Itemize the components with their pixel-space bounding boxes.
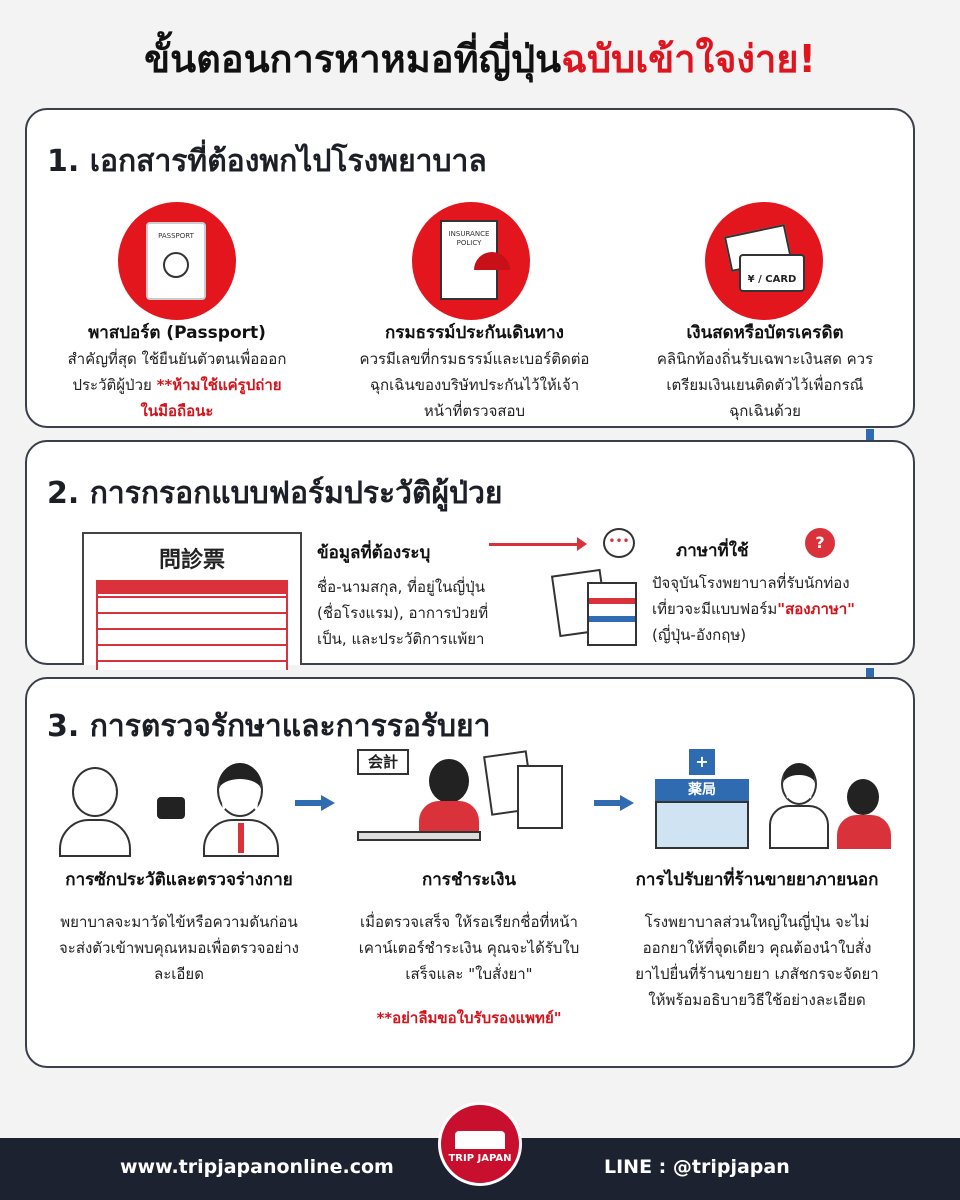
- form-title: 問診票: [158, 548, 225, 573]
- item-title: การไปรับยาที่ร้านขายยาภายนอก: [635, 870, 879, 890]
- cash-item: เงินสดหรือบัตรเครดิต คลินิกท้องถิ่นรับเฉ…: [645, 320, 885, 424]
- item-text: เมื่อตรวจเสร็จ ให้รอเรียกชื่อที่หน้าเคาน…: [358, 913, 580, 983]
- title-highlight: ฉบับเข้าใจง่าย!: [561, 37, 816, 81]
- required-info: ข้อมูลที่ต้องระบุ ชื่อ-นามสกุล, ที่อยู่ใ…: [317, 540, 507, 652]
- arrow-right-icon: [594, 795, 634, 811]
- insurance-policy-icon: INSURANCE POLICY: [412, 202, 530, 320]
- pharmacy-illustration: + 薬局: [649, 749, 899, 859]
- item-title: พาสปอร์ต (Passport): [88, 323, 266, 343]
- form-illustration: 問診票: [82, 532, 302, 670]
- step-payment: การชำระเงิน เมื่อตรวจเสร็จ ให้รอเรียกชื่…: [339, 867, 599, 1031]
- item-warning: **อย่าลืมขอใบรับรองแพทย์": [376, 1009, 562, 1027]
- item-text: พยาบาลจะมาวัดไข้หรือความดันก่อนจะส่งตัวเ…: [58, 913, 299, 983]
- item-title: การชำระเงิน: [421, 870, 517, 890]
- info-title: ข้อมูลที่ต้องระบุ: [317, 543, 431, 563]
- cashier-sign: 会計: [357, 749, 409, 775]
- section-heading: 1. เอกสารที่ต้องพกไปโรงพยาบาล: [47, 144, 487, 179]
- lang-highlight: "สองภาษา": [777, 600, 855, 618]
- item-text: คลินิกท้องถิ่นรับเฉพาะเงินสด ควรเตรียมเง…: [656, 350, 874, 420]
- cashier-illustration: 会計: [357, 749, 577, 859]
- nurse-doctor-illustration: [57, 757, 297, 857]
- section-heading: 3. การตรวจรักษาและการรอรับยา: [47, 709, 491, 744]
- section-heading: 2. การกรอกแบบฟอร์มประวัติผู้ป่วย: [47, 476, 503, 511]
- lang-title: ภาษาที่ใช้: [676, 541, 749, 561]
- title-main: ขั้นตอนการหาหมอที่ญี่ปุ่น: [144, 37, 562, 81]
- insurance-item: กรมธรรม์ประกันเดินทาง ควรมีเลขที่กรมธรรม…: [357, 320, 592, 424]
- item-warning: **ห้ามใช้แค่รูปถ่ายในมือถือนะ: [140, 376, 282, 420]
- passport-icon: PASSPORT: [118, 202, 236, 320]
- red-arrow-icon: [489, 537, 587, 551]
- item-text: สำคัญที่สุด ใช้ยืนยันตัวตนเพื่อออกประวัต…: [67, 350, 287, 394]
- passport-item: พาสปอร์ต (Passport) สำคัญที่สุด ใช้ยืนยั…: [67, 320, 287, 424]
- item-title: การซักประวัติและตรวจร่างกาย: [65, 870, 293, 890]
- step-pharmacy: การไปรับยาที่ร้านขายยาภายนอก โรงพยาบาลส่…: [612, 867, 902, 1013]
- item-title: กรมธรรม์ประกันเดินทาง: [385, 323, 564, 343]
- arrow-right-icon: [295, 795, 335, 811]
- trip-japan-logo: TRIP JAPAN: [438, 1102, 522, 1186]
- line-id[interactable]: LINE : @tripjapan: [604, 1156, 790, 1178]
- page-title: ขั้นตอนการหาหมอที่ญี่ปุ่นฉบับเข้าใจง่าย!: [0, 28, 960, 89]
- info-text: ชื่อ-นามสกุล, ที่อยู่ในญี่ปุ่น (ชื่อโรงแ…: [317, 578, 489, 648]
- question-icon: ?: [805, 528, 835, 558]
- website-link[interactable]: www.tripjapanonline.com: [120, 1156, 394, 1178]
- section-documents: 1. เอกสารที่ต้องพกไปโรงพยาบาล PASSPORT I…: [25, 108, 915, 428]
- item-title: เงินสดหรือบัตรเครดิต: [686, 323, 844, 343]
- cash-card-icon: ¥ / CARD: [705, 202, 823, 320]
- section-treatment: 3. การตรวจรักษาและการรอรับยา 会計 + 薬局 การ…: [25, 677, 915, 1068]
- section-form: 2. การกรอกแบบฟอร์มประวัติผู้ป่วย 問診票 ข้อ…: [25, 440, 915, 670]
- lang-suffix: (ญี่ปุ่น-อังกฤษ): [652, 626, 747, 644]
- item-text: ควรมีเลขที่กรมธรรม์และเบอร์ติดต่อฉุกเฉิน…: [359, 350, 590, 420]
- pharmacy-sign: 薬局: [655, 779, 749, 801]
- step-examination: การซักประวัติและตรวจร่างกาย พยาบาลจะมาวั…: [39, 867, 319, 987]
- speech-bubble-icon: •••: [603, 528, 635, 558]
- language-info: ภาษาที่ใช้ ปัจจุบันโรงพยาบาลที่รับนักท่อ…: [652, 538, 867, 648]
- item-text: โรงพยาบาลส่วนใหญ่ในญี่ปุ่น จะไม่ออกยาให้…: [635, 913, 879, 1009]
- lang-text: ปัจจุบันโรงพยาบาลที่รับนักท่องเที่ยวจะมี…: [652, 574, 850, 618]
